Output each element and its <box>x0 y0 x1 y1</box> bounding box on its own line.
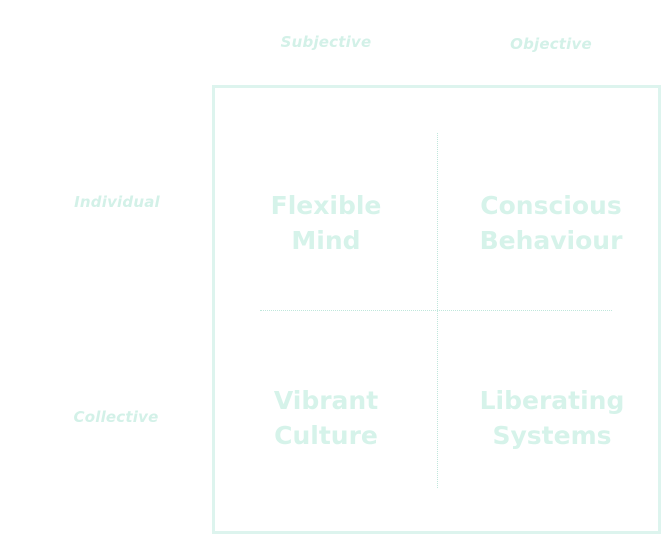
quadrant-title-line: Vibrant <box>273 386 379 415</box>
quadrant-title-line: Liberating <box>479 386 625 415</box>
horizontal-divider <box>260 310 612 311</box>
quadrant-title-line: Systems <box>492 421 612 450</box>
column-label-objective: Objective <box>510 35 592 53</box>
row-label-individual: Individual <box>74 193 160 211</box>
quadrant-title-line: Flexible <box>270 191 382 220</box>
quadrant-liberating-systems: Liberating Systems <box>480 383 625 453</box>
quadrant-conscious-behaviour: Conscious Behaviour <box>480 188 623 258</box>
quadrant-flexible-mind: Flexible Mind <box>271 188 382 258</box>
diagram-frame <box>212 85 661 534</box>
column-label-subjective: Subjective <box>280 33 372 51</box>
quadrant-title-line: Mind <box>291 226 361 255</box>
quadrant-title-line: Culture <box>274 421 378 450</box>
quadrant-vibrant-culture: Vibrant Culture <box>274 383 378 453</box>
quadrant-title-line: Behaviour <box>479 226 623 255</box>
row-label-collective: Collective <box>73 408 159 426</box>
quadrant-title-line: Conscious <box>480 191 622 220</box>
